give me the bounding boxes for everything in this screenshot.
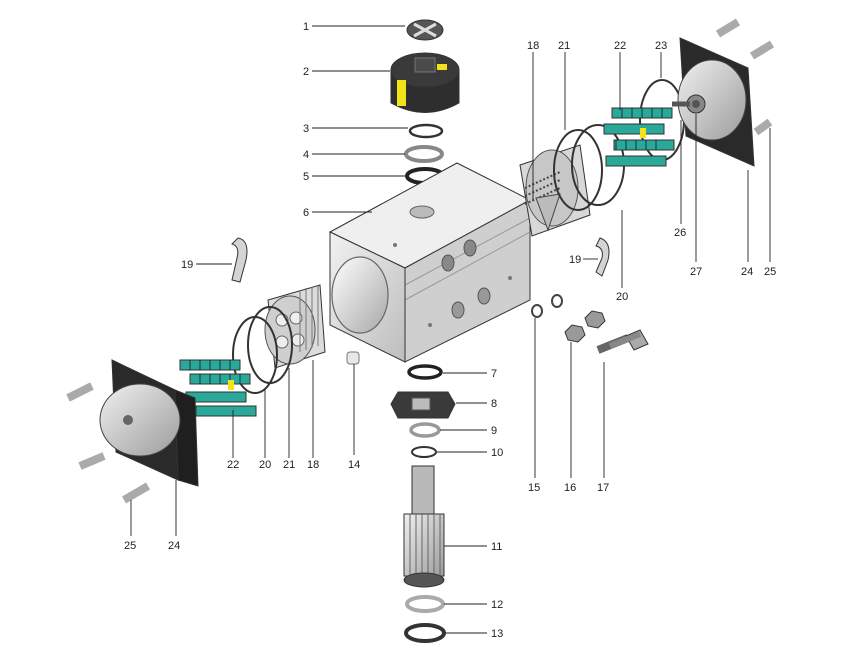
label-17: 17 — [597, 482, 609, 494]
label-22-top: 22 — [614, 40, 626, 52]
part-oring-15 — [531, 294, 563, 318]
part-endcap-right — [672, 37, 755, 167]
part-ring-13 — [404, 623, 446, 643]
label-13: 13 — [491, 628, 503, 640]
label-5: 5 — [303, 171, 309, 183]
label-19-left: 19 — [181, 259, 193, 271]
part-washer-4 — [404, 145, 444, 163]
part-springs-right — [603, 107, 675, 167]
part-guide-right — [595, 237, 610, 277]
label-22-bottom: 22 — [227, 459, 239, 471]
label-9: 9 — [491, 425, 497, 437]
part-capscrews-right — [715, 18, 775, 136]
label-19-right: 19 — [569, 254, 581, 266]
label-1: 1 — [303, 21, 309, 33]
label-18-top: 18 — [527, 40, 539, 52]
label-11: 11 — [491, 541, 502, 553]
label-23: 23 — [655, 40, 667, 52]
label-21-bottom: 21 — [283, 459, 295, 471]
part-springs-left — [179, 359, 257, 417]
part-oring-left-21 — [247, 306, 293, 384]
part-pinion-shaft — [403, 465, 445, 588]
part-capscrews-left — [66, 382, 151, 504]
label-16: 16 — [564, 482, 576, 494]
part-circlip — [408, 123, 444, 139]
label-18-bottom: 18 — [307, 459, 319, 471]
label-10: 10 — [491, 447, 503, 459]
label-20-right: 20 — [616, 291, 628, 303]
label-6: 6 — [303, 207, 309, 219]
part-labels: 1 2 3 4 5 6 7 8 9 10 11 12 13 14 15 16 1… — [124, 21, 776, 640]
part-nut-16 — [564, 310, 606, 343]
label-20-left: 20 — [259, 459, 271, 471]
label-2: 2 — [303, 66, 309, 78]
part-indicator-cap — [406, 19, 444, 41]
part-guide-left — [231, 237, 248, 283]
label-21-top: 21 — [558, 40, 570, 52]
part-ring-9 — [409, 422, 441, 438]
part-bolt-17 — [596, 329, 649, 354]
label-7: 7 — [491, 368, 497, 380]
part-piston-left — [264, 284, 326, 369]
label-25-left: 25 — [124, 540, 136, 552]
part-endcap-left — [99, 359, 199, 487]
part-ring-7 — [407, 364, 443, 380]
part-ring-12 — [405, 595, 445, 613]
part-indicator-knob — [390, 52, 460, 113]
label-3: 3 — [303, 123, 309, 135]
label-14: 14 — [348, 459, 360, 471]
yellow-mark — [397, 80, 406, 106]
leader-lines — [130, 25, 771, 634]
part-cam-8 — [390, 391, 456, 419]
part-dowel-14 — [346, 351, 360, 365]
label-15: 15 — [528, 482, 540, 494]
label-26: 26 — [674, 227, 686, 239]
label-24-right: 24 — [741, 266, 753, 278]
part-ring-10 — [411, 446, 437, 458]
label-25-right: 25 — [764, 266, 776, 278]
label-12: 12 — [491, 599, 503, 611]
label-27: 27 — [690, 266, 702, 278]
label-4: 4 — [303, 149, 309, 161]
part-oring-right-21 — [553, 129, 603, 211]
label-8: 8 — [491, 398, 497, 410]
part-actuator-body — [328, 162, 532, 363]
label-24-left: 24 — [168, 540, 180, 552]
